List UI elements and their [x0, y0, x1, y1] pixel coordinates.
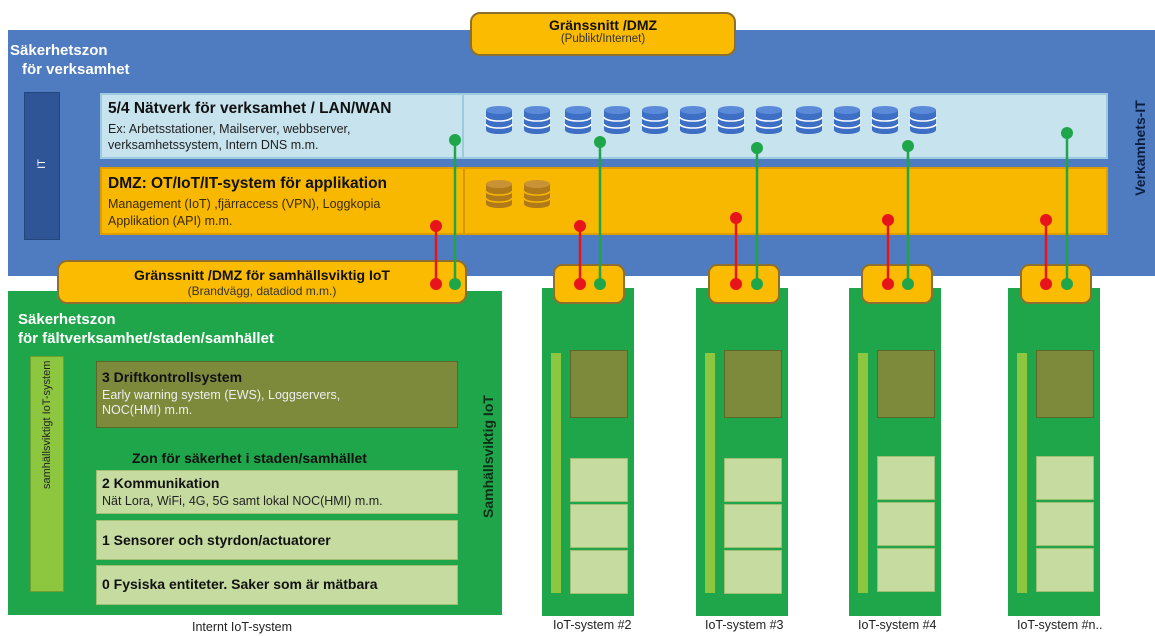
iot-system-2-layer-1 [570, 504, 628, 548]
iot-system-n-layer-3 [1036, 350, 1094, 418]
layer-3-line-2: NOC(HMI) m.m. [102, 403, 193, 417]
iot-system-4-layer-2 [877, 456, 935, 500]
green-connection-dot [1061, 278, 1073, 290]
it-bar [24, 92, 60, 240]
iot-system-4-layer-3 [877, 350, 935, 418]
green-connection-dot [751, 278, 763, 290]
red-connection-dot [1040, 214, 1052, 226]
societal-iot-bar [30, 356, 64, 592]
public-dmz-subtitle: (Publikt/Internet) [560, 33, 646, 45]
iot-system-4-gateway [861, 264, 933, 304]
iot-system-2-layer-3 [570, 350, 628, 418]
layer-3-box [96, 361, 458, 428]
iot-dmz-title: Gränssnitt /DMZ för samhällsviktig IoT [134, 267, 390, 283]
layer-0-title: 0 Fysiska entiteter. Saker som är mätbar… [102, 576, 378, 592]
red-connection-dot [1040, 278, 1052, 290]
dmz-line-1: Management (IoT) ,fjärraccess (VPN), Log… [108, 197, 381, 211]
red-connection-dot [574, 278, 586, 290]
caption-system-3: IoT-system #3 [705, 618, 784, 632]
business-zone-title-1: Säkerhetszon [10, 42, 108, 59]
caption-internal: Internt IoT-system [192, 620, 293, 634]
iot-system-2-layer-0 [570, 550, 628, 594]
caption-system-n: IoT-system #n.. [1017, 618, 1103, 632]
iot-system-4-layer-0 [877, 548, 935, 592]
green-connection-dot [902, 140, 914, 152]
field-security-zone [8, 291, 502, 615]
iot-system-3-layer-3 [724, 350, 782, 418]
layer-2-title: 2 Kommunikation [102, 475, 220, 491]
iot-system-4-strip [858, 353, 868, 593]
layer-2-box [96, 470, 458, 514]
layer-3-title: 3 Driftkontrollsystem [102, 369, 243, 385]
dmz-title: DMZ: OT/IoT/IT-system för applikation [108, 175, 388, 192]
iot-dmz-box: Gränssnitt /DMZ för samhällsviktig IoT (… [57, 260, 467, 304]
green-connection-dot [594, 278, 606, 290]
iot-system-2-gateway [553, 264, 625, 304]
layer-1-box [96, 520, 458, 560]
iot-system-n-layer-0 [1036, 548, 1094, 592]
public-dmz-box: Gränssnitt /DMZ (Publikt/Internet) [470, 12, 736, 56]
lan-divider [462, 95, 464, 157]
caption-system-4: IoT-system #4 [858, 618, 937, 632]
green-connection-dot [449, 134, 461, 146]
red-connection-dot [430, 220, 442, 232]
green-connection-dot [751, 142, 763, 154]
red-connection-dot [574, 220, 586, 232]
green-connection-dot [902, 278, 914, 290]
iot-system-3-layer-2 [724, 458, 782, 502]
iot-system-n-layer-1 [1036, 502, 1094, 546]
iot-system-n-layer-2 [1036, 456, 1094, 500]
lan-line-1: Ex: Arbetsstationer, Mailserver, webbser… [108, 122, 351, 136]
red-connection-dot [882, 278, 894, 290]
iot-system-3-layer-1 [724, 504, 782, 548]
iot-system-3-layer-0 [724, 550, 782, 594]
lan-line-2: verksamhetssystem, Intern DNS m.m. [108, 138, 319, 152]
public-dmz-title: Gränssnitt /DMZ [548, 17, 658, 33]
layer-3-line-1: Early warning system (EWS), Loggservers, [102, 388, 341, 402]
dmz-divider [463, 169, 465, 233]
layer-2-line-1: Nät Lora, WiFi, 4G, 5G samt lokal NOC(HM… [102, 494, 383, 508]
city-zone-heading: Zon för säkerhet i staden/samhället [132, 450, 367, 466]
iot-system-n-gateway [1020, 264, 1092, 304]
dmz-line-2: Applikation (API) m.m. [108, 214, 233, 228]
iot-system-n-strip [1017, 353, 1027, 593]
caption-system-2: IoT-system #2 [553, 618, 632, 632]
field-zone-title-2: för fältverksamhet/staden/samhället [18, 330, 274, 347]
layer-0-box [96, 565, 458, 605]
dmz-band [100, 167, 1108, 235]
iot-system-4-layer-1 [877, 502, 935, 546]
red-connection-dot [730, 212, 742, 224]
green-connection-dot [1061, 127, 1073, 139]
business-zone-title-2: för verksamhet [22, 61, 130, 78]
iot-system-2-strip [551, 353, 561, 593]
red-connection-dot [730, 278, 742, 290]
lan-title: 5/4 Nätverk för verksamhet / LAN/WAN [108, 100, 392, 117]
field-zone-title-1: Säkerhetszon [18, 311, 116, 328]
red-connection-dot [430, 278, 442, 290]
iot-dmz-subtitle: (Brandvägg, datadiod m.m.) [187, 284, 337, 298]
iot-system-2-layer-2 [570, 458, 628, 502]
green-connection-dot [594, 136, 606, 148]
green-connection-dot [449, 278, 461, 290]
iot-system-3-gateway [708, 264, 780, 304]
iot-system-3-strip [705, 353, 715, 593]
red-connection-dot [882, 214, 894, 226]
layer-1-title: 1 Sensorer och styrdon/actuatorer [102, 532, 331, 548]
